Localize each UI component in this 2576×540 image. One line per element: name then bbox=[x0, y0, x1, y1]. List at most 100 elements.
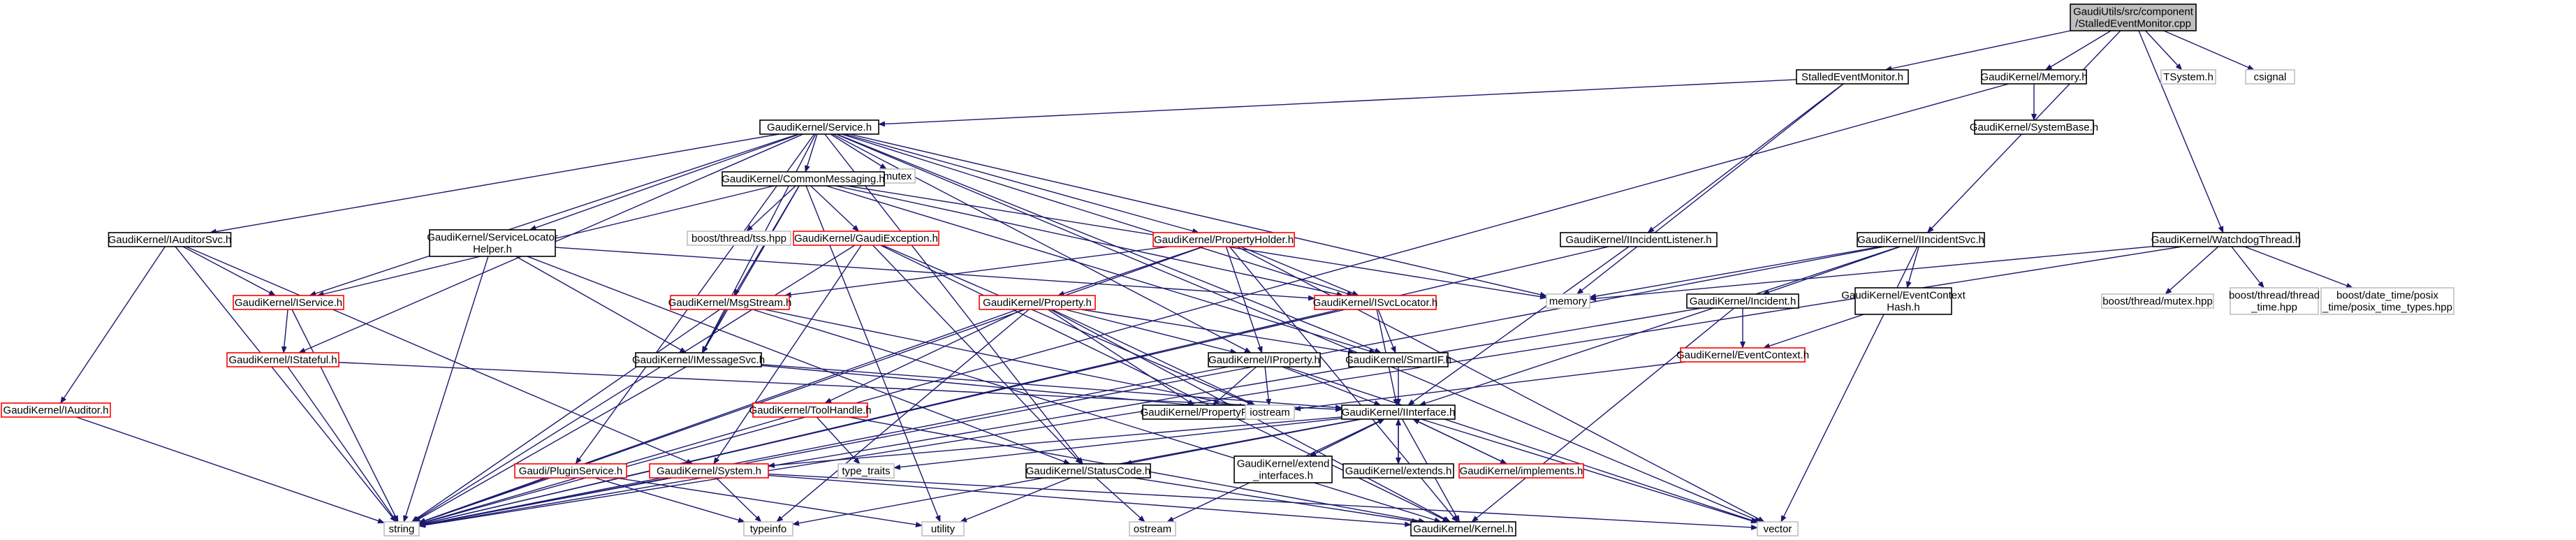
node-label: GaudiKernel/implements.h bbox=[1460, 465, 1583, 477]
node-box bbox=[1245, 404, 1295, 420]
edge-property-to-string bbox=[418, 309, 1018, 523]
node-box bbox=[2101, 293, 2214, 309]
node-isvclocator[interactable]: GaudiKernel/ISvcLocator.h bbox=[1313, 295, 1437, 310]
node-implements[interactable]: GaudiKernel/implements.h bbox=[1458, 463, 1584, 479]
node-service[interactable]: GaudiKernel/Service.h bbox=[759, 119, 879, 135]
node-pluginservice[interactable]: Gaudi/PluginService.h bbox=[514, 463, 627, 479]
edge-eventctx-to-iostream bbox=[1294, 361, 1685, 411]
node-imessagesvc[interactable]: GaudiKernel/IMessageSvc.h bbox=[632, 352, 765, 367]
edge-stalled-to-iincidentlistener bbox=[1647, 83, 1844, 233]
edge-iservice-to-string bbox=[291, 309, 399, 523]
edge-service-to-svclocatorhelper bbox=[529, 133, 800, 231]
node-box bbox=[979, 295, 1096, 310]
node-utility[interactable]: utility bbox=[921, 521, 965, 537]
node-iostream[interactable]: iostream bbox=[1245, 404, 1295, 420]
node-box bbox=[837, 463, 895, 479]
node-label: GaudiKernel/extends.h bbox=[1345, 465, 1452, 477]
node-box bbox=[1981, 69, 2087, 85]
node-csignal[interactable]: csignal bbox=[2245, 69, 2295, 85]
node-iauditorsvc[interactable]: GaudiKernel/IAuditorSvc.h bbox=[108, 232, 232, 247]
node-box bbox=[1152, 232, 1295, 247]
node-label: boost/date_time/posix bbox=[2336, 290, 2438, 302]
node-boostdatetime[interactable]: boost/date_time/posix_time/posix_time_ty… bbox=[2320, 287, 2454, 315]
node-vector[interactable]: vector bbox=[1757, 521, 1799, 537]
edge-istateful-to-string bbox=[287, 366, 397, 523]
node-extendinterfaces[interactable]: GaudiKernel/extend_interfaces.h bbox=[1234, 455, 1333, 483]
edge-implements-to-iinterface bbox=[1412, 418, 1507, 465]
edge-iauditor-to-string bbox=[75, 416, 385, 524]
node-system[interactable]: GaudiKernel/System.h bbox=[649, 463, 769, 479]
edge-system-to-string bbox=[418, 477, 673, 527]
node-istateful[interactable]: GaudiKernel/IStateful.h bbox=[226, 352, 339, 367]
node-iincidentlistener[interactable]: GaudiKernel/IIncidentListener.h bbox=[1560, 232, 1718, 247]
node-label: GaudiKernel/IInterface.h bbox=[1342, 407, 1456, 418]
edge-service-to-smartif bbox=[836, 133, 1382, 353]
node-root[interactable]: GaudiUtils/src/component/StalledEventMon… bbox=[2070, 3, 2197, 31]
edge-root-to-watchdog bbox=[2138, 30, 2224, 233]
edge-svclocatorhelper-to-isvclocator bbox=[555, 247, 1315, 301]
node-propholder[interactable]: GaudiKernel/PropertyHolder.h bbox=[1152, 232, 1295, 247]
node-boosttss[interactable]: boost/thread/tss.hpp bbox=[687, 231, 791, 246]
node-incident[interactable]: GaudiKernel/Incident.h bbox=[1686, 293, 1799, 309]
node-smartif[interactable]: GaudiKernel/SmartIF.h bbox=[1345, 352, 1451, 367]
node-label: GaudiKernel/SmartIF.h bbox=[1345, 354, 1451, 366]
node-commonmsg[interactable]: GaudiKernel/CommonMessaging.h bbox=[722, 171, 885, 187]
node-label: _interfaces.h bbox=[1252, 470, 1313, 482]
node-label: GaudiKernel/IService.h bbox=[235, 297, 342, 309]
node-iauditor[interactable]: GaudiKernel/IAuditor.h bbox=[1, 402, 111, 418]
node-systembase[interactable]: GaudiKernel/SystemBase.h bbox=[1970, 119, 2098, 135]
node-eventctx[interactable]: GaudiKernel/EventContext.h bbox=[1676, 347, 1809, 363]
node-box bbox=[1796, 69, 1909, 85]
node-kernel[interactable]: GaudiKernel/Kernel.h bbox=[1410, 521, 1516, 537]
node-string[interactable]: string bbox=[383, 521, 420, 537]
node-boostthreadtime[interactable]: boost/thread/thread_time.hpp bbox=[2229, 287, 2320, 315]
node-iproperty[interactable]: GaudiKernel/IProperty.h bbox=[1208, 352, 1321, 367]
node-ostream[interactable]: ostream bbox=[1129, 521, 1176, 537]
node-watchdog[interactable]: GaudiKernel/WatchdogThread.h bbox=[2151, 232, 2301, 247]
node-label: StalledEventMonitor.h bbox=[1801, 71, 1903, 83]
edge-isvclocator-to-string bbox=[418, 309, 1346, 527]
node-box bbox=[2070, 3, 2197, 31]
node-typetraits[interactable]: type_traits bbox=[837, 463, 895, 479]
node-statuscode[interactable]: GaudiKernel/StatusCode.h bbox=[1025, 463, 1151, 479]
edge-iinterface-to-typetraits bbox=[893, 418, 1342, 470]
edge-commonmsg-to-imessagesvc bbox=[702, 185, 800, 353]
node-gaudiexc[interactable]: GaudiKernel/GaudiException.h bbox=[793, 231, 939, 246]
node-box bbox=[233, 295, 344, 310]
node-label: GaudiKernel/Service.h bbox=[767, 122, 872, 133]
edge-imessagesvc-to-iinterface bbox=[761, 364, 1342, 411]
node-memory_h[interactable]: GaudiKernel/Memory.h bbox=[1980, 69, 2088, 85]
node-label: _time.hpp bbox=[2251, 302, 2297, 314]
node-box bbox=[1410, 521, 1516, 537]
node-box bbox=[2152, 232, 2300, 247]
node-label: typeinfo bbox=[750, 523, 787, 535]
node-box bbox=[1974, 119, 2094, 135]
node-extends[interactable]: GaudiKernel/extends.h bbox=[1342, 463, 1454, 479]
edge-imsgstream-to-iostream bbox=[764, 309, 1246, 409]
edge-imsgstream-to-kernel bbox=[752, 309, 1442, 523]
node-toolhandle[interactable]: GaudiKernel/ToolHandle.h bbox=[749, 402, 872, 418]
node-label: GaudiKernel/IStateful.h bbox=[228, 354, 337, 366]
node-memory[interactable]: memory bbox=[1546, 293, 1590, 309]
node-iinterface[interactable]: GaudiKernel/IInterface.h bbox=[1341, 404, 1456, 420]
node-typeinfo[interactable]: typeinfo bbox=[743, 521, 793, 537]
edge-statuscode-to-utility bbox=[960, 477, 1071, 523]
edge-gaudiexc-to-system bbox=[713, 245, 862, 465]
node-boostmutex[interactable]: boost/thread/mutex.hpp bbox=[2101, 293, 2214, 309]
node-box bbox=[1341, 404, 1456, 420]
node-label: GaudiKernel/MsgStream.h bbox=[668, 297, 792, 309]
node-box bbox=[1208, 352, 1321, 367]
node-tsystem[interactable]: TSystem.h bbox=[2160, 69, 2216, 85]
node-property[interactable]: GaudiKernel/Property.h bbox=[979, 295, 1096, 310]
node-label: GaudiKernel/extend bbox=[1237, 458, 1330, 470]
node-iservice[interactable]: GaudiKernel/IService.h bbox=[233, 295, 344, 310]
node-label: GaudiKernel/IIncidentSvc.h bbox=[1857, 234, 1984, 246]
node-mutex[interactable]: mutex bbox=[879, 168, 916, 184]
node-iincidentsvc[interactable]: GaudiKernel/IIncidentSvc.h bbox=[1857, 232, 1985, 247]
node-imsgstream[interactable]: GaudiKernel/MsgStream.h bbox=[668, 295, 792, 310]
edge-watchdog-to-memory bbox=[1589, 246, 2153, 302]
edge-pluginservice-to-string bbox=[418, 477, 551, 524]
node-stalled[interactable]: StalledEventMonitor.h bbox=[1796, 69, 1909, 85]
